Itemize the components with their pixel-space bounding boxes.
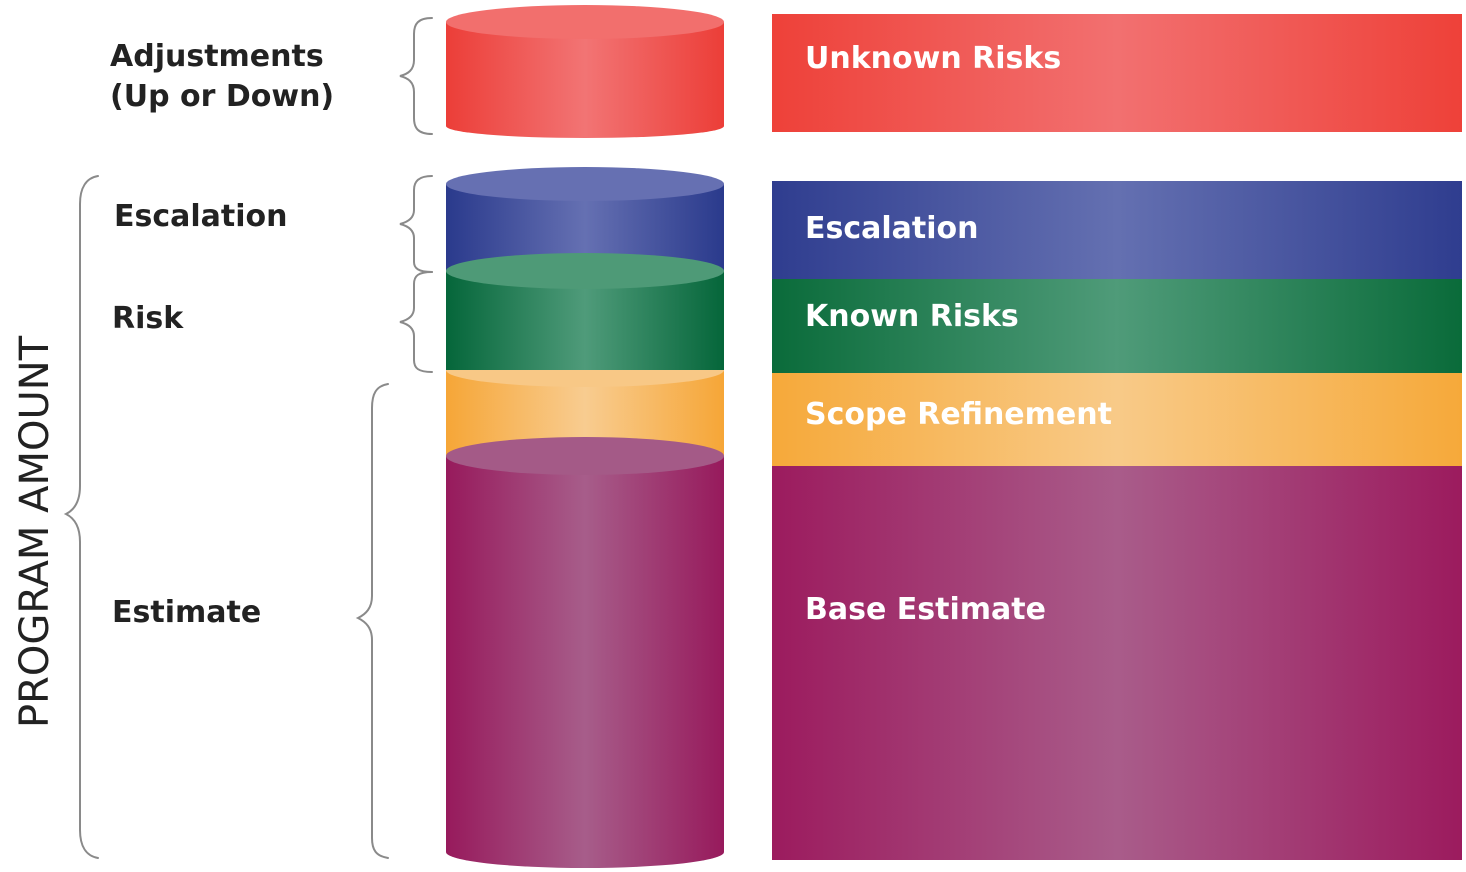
bar-unknown-rect — [772, 14, 1462, 132]
bar-unknown: Unknown Risks — [772, 14, 1462, 132]
label-estimate: Estimate — [112, 595, 261, 630]
bar-base-rect — [772, 466, 1462, 860]
braces — [63, 17, 433, 859]
label-escalation: Escalation — [114, 199, 288, 234]
axis-label-program-amount: PROGRAM AMOUNT — [12, 335, 58, 728]
label-adjustments-line2: (Up or Down) — [110, 79, 334, 114]
cylinder-known-risks-top — [446, 253, 724, 289]
bar-base: Base Estimate — [772, 466, 1462, 860]
brace-escalation — [399, 175, 433, 273]
bar-scope: Scope Refinement — [772, 373, 1462, 466]
cylinder-base-estimate — [446, 456, 724, 868]
label-adjustments-line1: Adjustments — [110, 39, 324, 74]
brace-risk — [399, 271, 433, 373]
bar-known: Known Risks — [772, 279, 1462, 373]
brace-adjustments — [399, 17, 433, 135]
bar-scope-label: Scope Refinement — [805, 397, 1112, 432]
brace-estimate — [355, 383, 389, 859]
bar-base-label: Base Estimate — [805, 592, 1046, 627]
cylinder-unknown-risks — [446, 5, 724, 138]
brace-program-amount — [63, 175, 99, 859]
bar-escalation: Escalation — [772, 181, 1462, 279]
bar-unknown-label: Unknown Risks — [805, 41, 1061, 76]
cylinder-base-estimate-top — [446, 437, 724, 475]
label-risk: Risk — [112, 301, 184, 336]
bar-escalation-label: Escalation — [805, 211, 979, 246]
bar-escalation-rect — [772, 181, 1462, 279]
bar-known-rect — [772, 279, 1462, 373]
bar-scope-rect — [772, 373, 1462, 466]
bar-known-label: Known Risks — [805, 299, 1019, 334]
